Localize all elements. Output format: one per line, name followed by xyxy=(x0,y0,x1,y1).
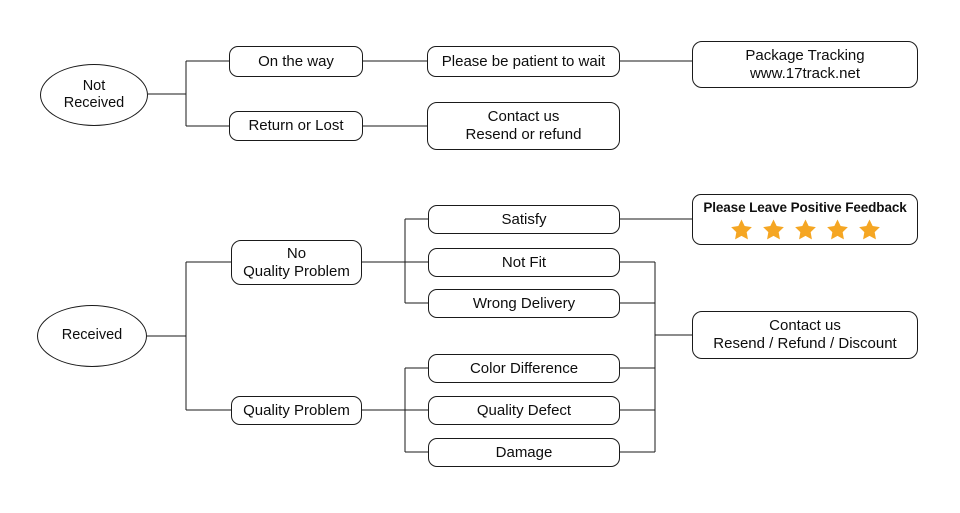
feedback-title: Please Leave Positive Feedback xyxy=(703,200,907,216)
star-icon[interactable] xyxy=(762,218,785,241)
node-contact-us-resend-or-refund[interactable]: Contact us Resend or refund xyxy=(427,102,620,150)
node-received[interactable]: Received xyxy=(37,305,147,367)
node-satisfy[interactable]: Satisfy xyxy=(428,205,620,234)
node-contact-us-resend-refund-discount[interactable]: Contact us Resend / Refund / Discount xyxy=(692,311,918,359)
node-please-be-patient-to-wait[interactable]: Please be patient to wait xyxy=(427,46,620,77)
node-not-fit[interactable]: Not Fit xyxy=(428,248,620,277)
node-return-or-lost[interactable]: Return or Lost xyxy=(229,111,363,141)
node-wrong-delivery[interactable]: Wrong Delivery xyxy=(428,289,620,318)
node-leave-positive-feedback[interactable]: Please Leave Positive Feedback xyxy=(692,194,918,245)
node-no-quality-problem[interactable]: No Quality Problem xyxy=(231,240,362,285)
star-rating[interactable] xyxy=(730,218,881,241)
node-package-tracking[interactable]: Package Tracking www.17track.net xyxy=(692,41,918,88)
node-quality-defect[interactable]: Quality Defect xyxy=(428,396,620,425)
node-color-difference[interactable]: Color Difference xyxy=(428,354,620,383)
star-icon[interactable] xyxy=(858,218,881,241)
node-damage[interactable]: Damage xyxy=(428,438,620,467)
node-quality-problem[interactable]: Quality Problem xyxy=(231,396,362,425)
star-icon[interactable] xyxy=(794,218,817,241)
star-icon[interactable] xyxy=(826,218,849,241)
node-not-received[interactable]: Not Received xyxy=(40,64,148,126)
star-icon[interactable] xyxy=(730,218,753,241)
node-on-the-way[interactable]: On the way xyxy=(229,46,363,77)
